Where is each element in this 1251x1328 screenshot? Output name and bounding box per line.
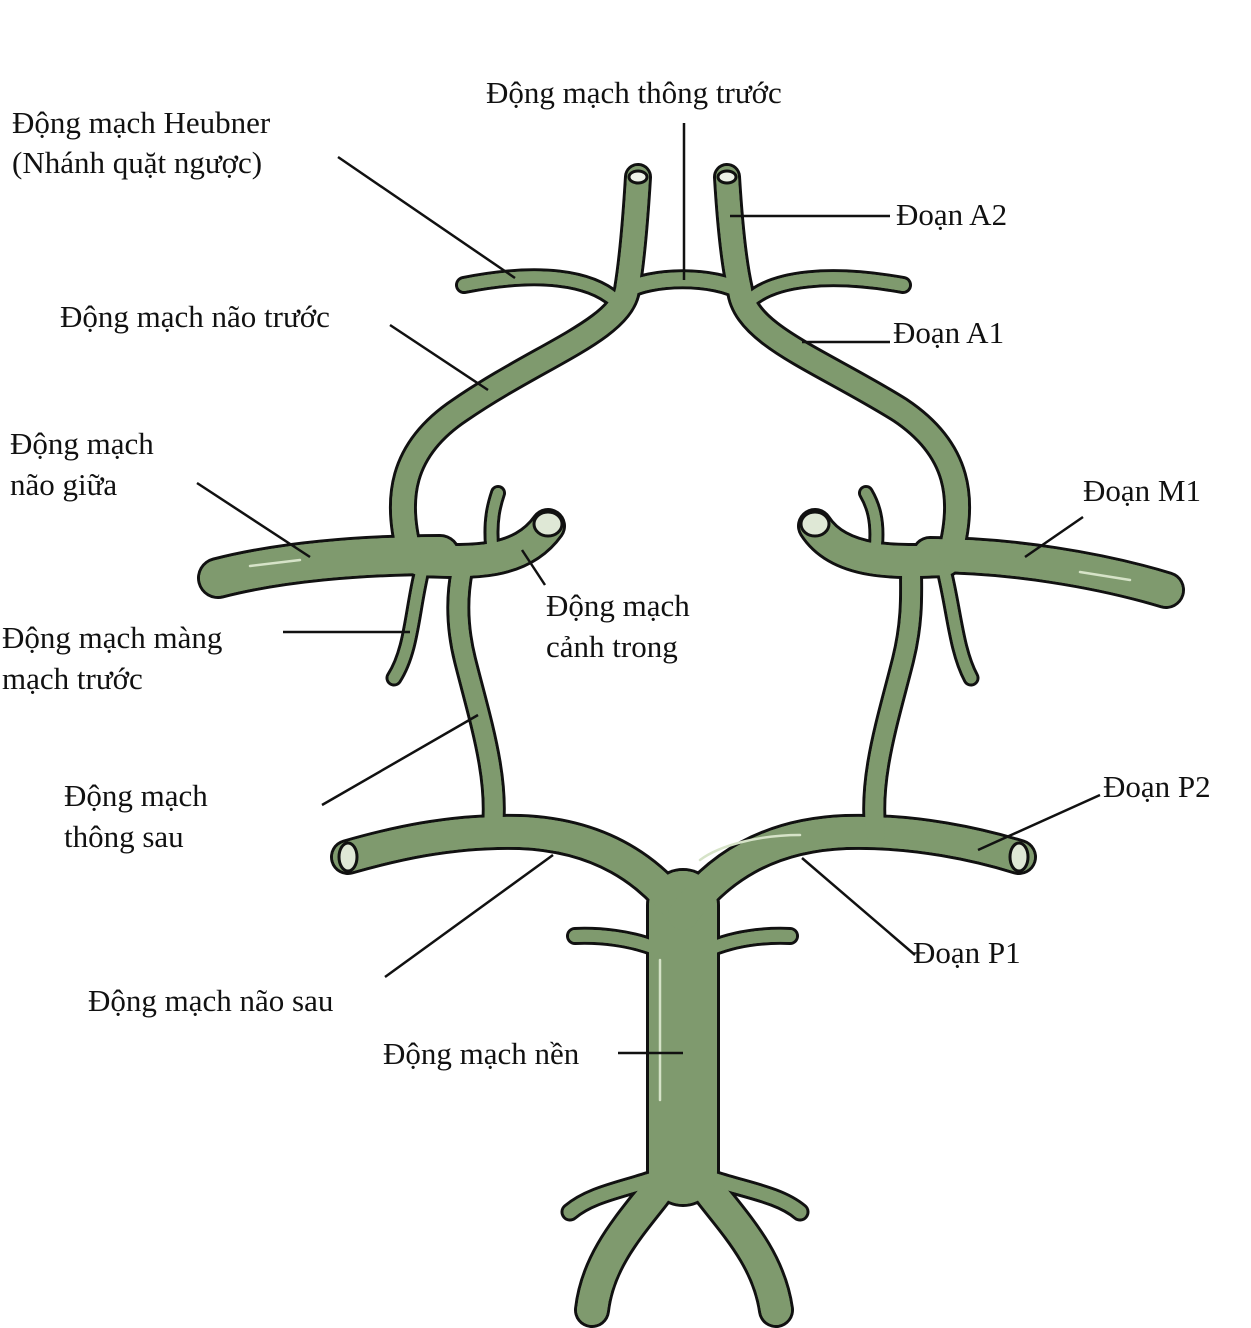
label-basilar-artery: Động mạch nền [383,1036,580,1071]
left-heubner-artery-fill [458,271,621,306]
right-anterior-cerebral-fill [716,166,969,566]
label-a1-segment: Đoạn A1 [893,315,1004,350]
label-anterior-communicating-artery: Động mạch thông trước [486,75,782,110]
vessel-highlight [248,558,302,568]
label-anterior-choroidal-2: mạch trước [2,661,143,696]
right-anterior-choroidal-fill [938,564,977,684]
left-superior-cerebellar-fill [569,929,661,954]
right-posterior-cerebral-fill [668,816,1034,930]
label-internal-carotid-1: Động mạch [546,588,690,623]
leader-lines [196,123,1101,1055]
left-anterior-choroidal-fill [388,564,428,684]
left-small-branch-fill [486,488,503,550]
label-a2-segment: Đoạn A2 [896,197,1007,232]
label-anterior-cerebral-artery: Động mạch não trước [60,299,330,334]
left-posterior-communicating-fill [449,561,503,844]
right-lower-branch-fill [709,1173,807,1219]
left-lower-branch-fill [563,1173,657,1219]
left-anterior-cerebral-fill [391,166,649,566]
label-posterior-communicating-1: Động mạch [64,778,208,813]
left-posterior-cerebral-fill [333,816,698,930]
right-posterior-communicating-fill [865,561,921,844]
right-internal-carotid-fill [800,511,960,577]
labels: Động mạch thông trước Động mạch Heubner … [2,75,1211,1071]
right-superior-cerebellar-fill [706,929,796,954]
label-m1-segment: Đoạn M1 [1083,473,1201,508]
label-p1-segment: Đoạn P1 [913,935,1021,970]
label-p2-segment: Đoạn P2 [1103,769,1211,804]
left-internal-carotid-fill [405,511,563,577]
vessel-openings [337,169,1030,873]
label-middle-cerebral-artery-2: não giữa [10,467,117,502]
right-heubner-artery-fill [744,272,909,306]
vessel-highlight [1078,570,1132,582]
label-posterior-cerebral-artery: Động mạch não sau [88,983,333,1018]
label-heubner-recurrent-branch: (Nhánh quặt ngược) [12,145,262,180]
right-small-branch-fill [861,488,882,550]
label-posterior-communicating-2: thông sau [64,819,184,854]
vessel-highlight [698,833,802,862]
label-heubner-artery: Động mạch Heubner [12,105,271,140]
label-internal-carotid-2: cảnh trong [546,629,678,664]
anterior-communicating-fill [617,272,749,299]
label-anterior-choroidal-1: Động mạch màng [2,620,222,655]
label-middle-cerebral-artery-1: Động mạch [10,426,154,461]
